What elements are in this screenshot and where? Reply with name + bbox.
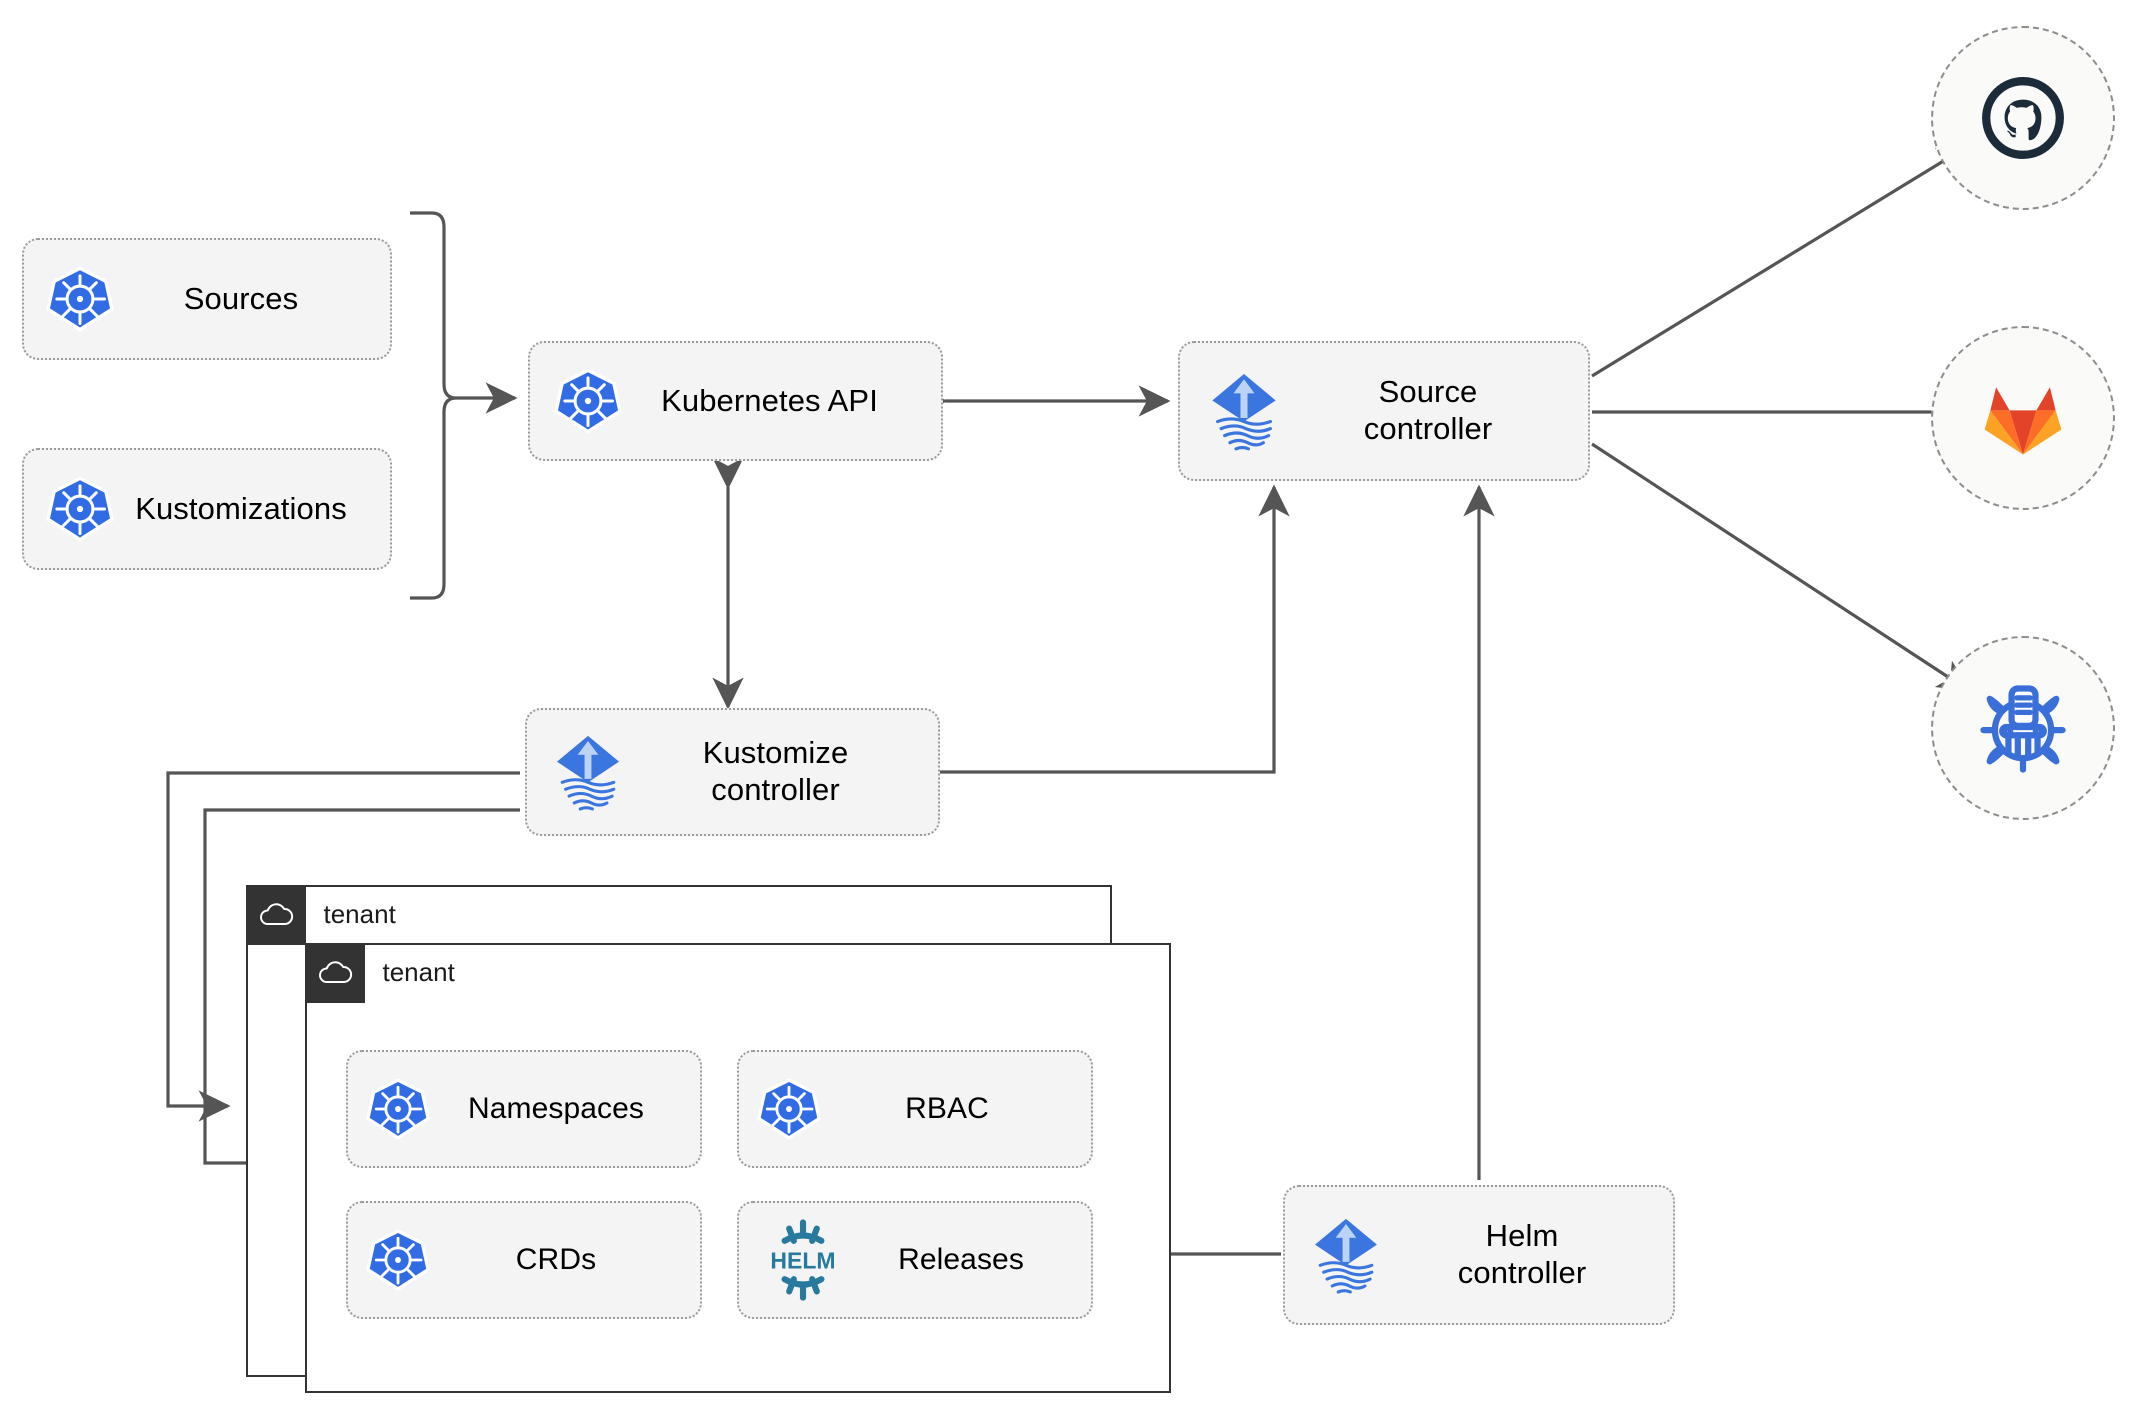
tenant-box-front[interactable]: tenant Namespaces [304,942,1171,1393]
kubernetes-icon [46,475,114,543]
helm-chart-repository-icon [1980,685,2066,773]
kubernetes-icon [46,265,114,333]
node-label: Sources [183,280,299,316]
helm-icon: HELM [757,1217,849,1303]
node-kustomize-controller[interactable]: Kustomize controller [525,708,940,836]
cloud-icon [304,942,365,1003]
endpoint-helm-repository[interactable] [1931,636,2115,820]
tenant-label: tenant [323,899,396,929]
node-helm-controller[interactable]: Helm controller [1283,1185,1675,1325]
node-label: Source controller [1363,374,1493,446]
node-label: Helm controller [1457,1218,1587,1290]
flux-icon [1303,1212,1389,1298]
node-label: RBAC [905,1092,989,1126]
node-releases[interactable]: HELM Releases [737,1201,1093,1319]
node-source-controller[interactable]: Source controller [1178,341,1590,481]
bracket-sources-group [410,211,457,600]
gitlab-icon [1984,387,2062,455]
github-icon [1982,77,2064,159]
flux-icon [545,729,631,815]
endpoint-gitlab[interactable] [1931,326,2115,510]
helm-wordmark: HELM [770,1247,835,1273]
node-sources[interactable]: Sources [22,238,392,360]
node-crds[interactable]: CRDs [346,1201,702,1319]
wire-source-to-github [1591,144,1971,378]
node-label: CRDs [515,1243,597,1277]
node-label: Kubernetes API [661,382,878,418]
kubernetes-icon [366,1077,430,1141]
node-namespaces[interactable]: Namespaces [346,1050,702,1168]
node-label: Releases [898,1243,1024,1277]
endpoint-github[interactable] [1931,26,2115,210]
node-kubernetes-api[interactable]: Kubernetes API [528,341,943,461]
node-label: Kustomize controller [702,735,849,807]
wire-kustomize-to-source [938,484,1290,774]
tenant-label: tenant [382,957,455,987]
wire-source-to-helm-repository [1591,442,1971,692]
kubernetes-icon [366,1228,430,1292]
tenant-header: tenant [304,942,455,1003]
node-label: Kustomizations [135,490,347,526]
kubernetes-icon [757,1077,821,1141]
cloud-icon [245,884,306,945]
node-label: Namespaces [467,1092,645,1126]
node-kustomizations[interactable]: Kustomizations [22,448,392,570]
flux-icon [1200,367,1288,455]
node-rbac[interactable]: RBAC [737,1050,1093,1168]
kubernetes-icon [554,367,622,435]
tenant-header: tenant [245,884,396,945]
